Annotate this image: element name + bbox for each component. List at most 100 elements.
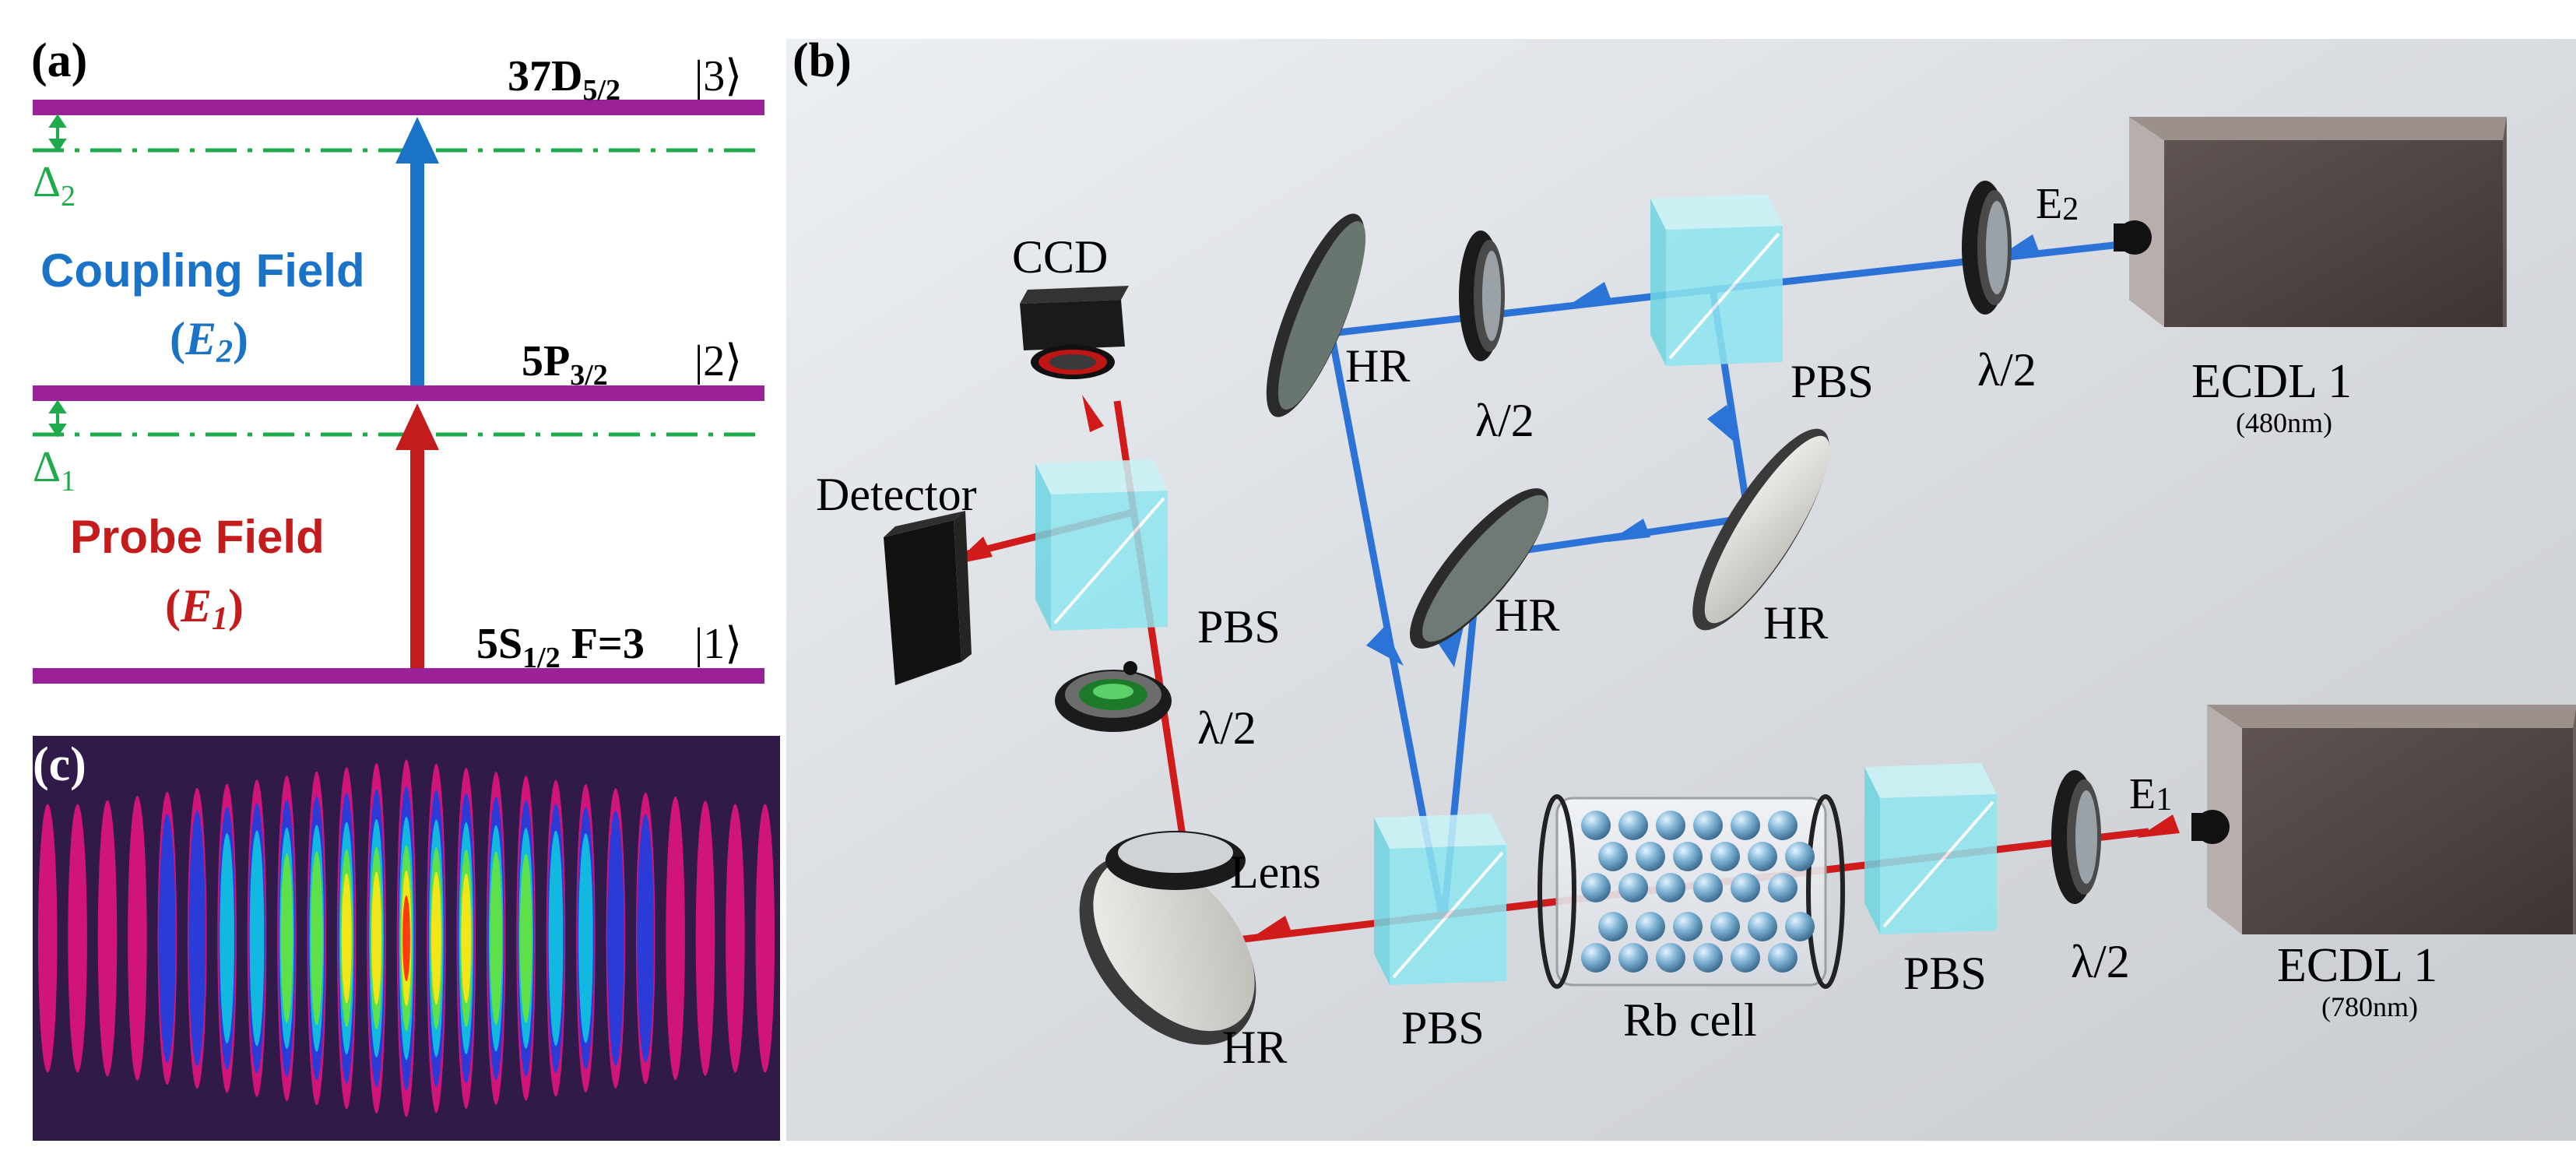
pbs-bottom-left [1374,814,1506,985]
mirror-hr-right [1692,428,1830,631]
laser-780-wavelength: (780nm) [2321,991,2418,1022]
rb-atom [1768,943,1798,973]
detuning-1-label: Δ1 [33,443,76,498]
laser-780-box [2191,705,2576,934]
pbs-bottom-right [1864,763,1997,934]
rb-atom [1731,873,1760,902]
rb-atom [1618,943,1648,973]
e2-label: E2 [2036,180,2079,228]
mirror-hr-middle-label: HR [1495,589,1559,641]
rb-atom [1636,842,1665,871]
laser-480-label: ECDL 1 [2191,355,2352,408]
rb-atom [1673,842,1703,871]
detuning-2-arrow-icon [48,114,67,153]
panel-c-fringe-image: (c) [33,736,780,1141]
rb-atom [1581,873,1611,902]
level-2-ket: |2⟩ [694,337,742,385]
fringe [341,873,352,1004]
fringe [519,853,532,1023]
fringe [461,873,472,1004]
probe-arrow-icon [395,403,439,668]
lens [1105,831,1246,890]
pbs-detection [1035,459,1168,631]
rb-atom [1768,811,1798,840]
rb-atom [1693,943,1723,973]
rb-atom [1598,842,1628,871]
rb-atom [1785,842,1815,871]
fringe [68,804,87,1073]
rb-atom [1693,811,1723,840]
coupling-arrow-icon [395,117,439,385]
pbs-bottom-left-label: PBS [1401,1002,1485,1054]
rb-atom [1581,811,1611,840]
fringe [402,895,410,982]
rb-atom [1748,912,1777,941]
fringe [371,871,381,1005]
waveplate-top-left-label: λ/2 [1475,395,1534,446]
laser-480-wavelength: (480nm) [2236,407,2332,438]
waveplate-detection-label: λ/2 [1197,702,1256,754]
panel-c-label: (c) [33,738,86,791]
rb-atom [1731,943,1760,973]
laser-780-label: ECDL 1 [2277,939,2437,992]
pbs-detection-label: PBS [1197,601,1281,653]
waveplate-bottom-right-label: λ/2 [2071,936,2130,987]
panel-a-label: (a) [31,34,87,87]
fringe [637,814,654,1063]
fringe [607,811,624,1066]
waveplate-top-right-label: λ/2 [1977,344,2037,396]
mirror-hr-middle [1409,488,1549,649]
level-1-line [33,668,764,684]
rb-atom [1731,811,1760,840]
coupling-field-symbol: (E2) [170,313,248,370]
level-1-label: 5S1/2 F=3 [476,620,645,674]
fringe [280,853,293,1023]
fringe [755,804,775,1073]
detuning-2-label: Δ2 [33,158,76,213]
fringe [578,833,593,1043]
rb-cell-label: Rb cell [1623,994,1757,1046]
panel-a-energy-levels: (a) Δ2 Δ1 Coupling Fie [31,34,764,684]
fringe [548,830,564,1047]
rb-atom [1656,943,1685,973]
level-1-ket: |1⟩ [694,620,742,668]
pbs-top-label: PBS [1791,356,1874,407]
detuning-1-arrow-icon [48,399,67,438]
mirror-hr-top-left [1266,213,1366,417]
fringe [695,800,715,1076]
rb-atom [1785,912,1815,941]
fringe-pattern [37,759,775,1117]
detector-label: Detector [816,469,977,520]
coupling-field-label: Coupling Field [40,244,365,297]
probe-field-symbol: (E1) [165,580,244,637]
rb-atoms [1581,811,1815,973]
rb-atom [1693,873,1723,902]
waveplate-top-left [1459,230,1505,361]
ccd-label: CCD [1012,231,1108,283]
fringe [128,796,147,1081]
mirror-hr-right-label: HR [1763,597,1828,649]
pbs-top [1650,195,1783,366]
level-3-label: 37D5/2 [508,52,620,107]
mirror-hr-top-left-label: HR [1345,340,1410,392]
panel-b-label: (b) [792,34,852,87]
laser-480-box [2114,117,2507,327]
level-3-line [33,100,764,115]
ccd-camera [1020,286,1129,379]
fringe [249,830,265,1047]
level-2-label: 5P3/2 [522,337,608,392]
waveplate-bottom-right [2051,770,2101,904]
fringe [97,800,118,1077]
fringe [726,804,745,1073]
rb-atom [1656,873,1685,902]
rb-atom [1636,912,1665,941]
fringe [159,814,176,1063]
rb-atom [1673,912,1703,941]
fringe [431,871,441,1005]
waveplate-detection [1055,661,1172,732]
rb-atom [1618,811,1648,840]
mirror-hr-bottom [1079,855,1256,1045]
fringe [310,851,323,1025]
rb-atom [1598,912,1628,941]
